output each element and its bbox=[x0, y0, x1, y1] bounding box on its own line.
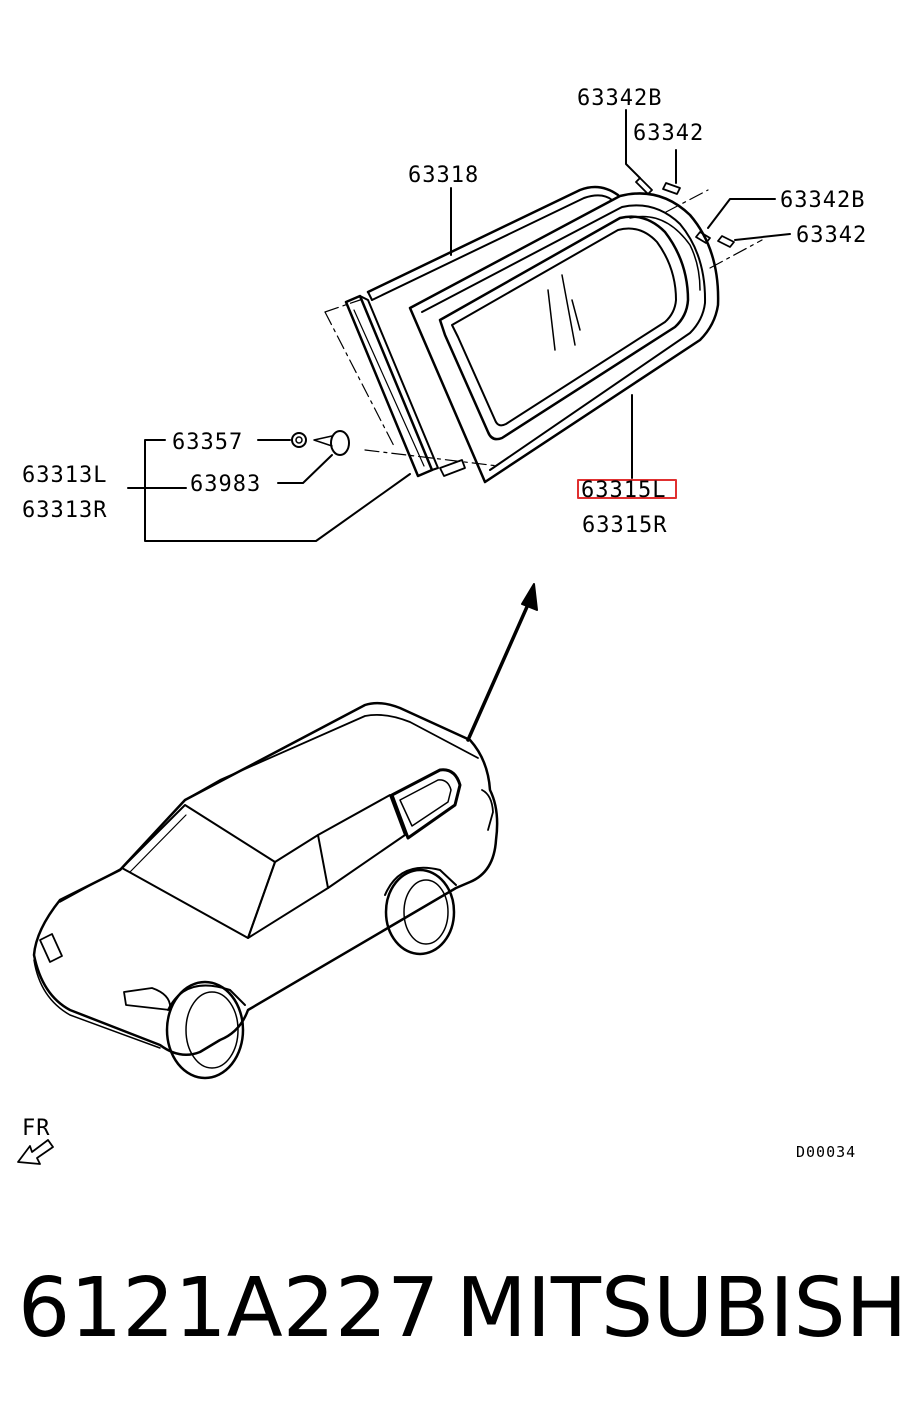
pillar-molding-part bbox=[324, 294, 499, 478]
label-63313r: 63313R bbox=[22, 498, 107, 523]
highlight-box bbox=[577, 479, 677, 499]
leader-lines bbox=[127, 109, 791, 542]
vehicle-illustration bbox=[32, 701, 499, 1080]
label-63983: 63983 bbox=[190, 472, 261, 497]
callout-labels: 63342B 63342 63342B 63342 63318 63357 63… bbox=[22, 86, 867, 538]
brand-name: MITSUBISHI bbox=[456, 1261, 909, 1356]
label-63315l: 63315L bbox=[581, 478, 666, 503]
pointer-arrow bbox=[466, 583, 538, 742]
fastener-parts bbox=[291, 430, 350, 456]
quarter-glass-assembly bbox=[408, 192, 720, 484]
label-63342-top: 63342 bbox=[633, 121, 704, 146]
label-63342-right: 63342 bbox=[796, 223, 867, 248]
label-63315r: 63315R bbox=[582, 513, 667, 538]
part-number: 6121A227 bbox=[18, 1261, 440, 1356]
exploded-view-diagram: 63342B 63342 63342B 63342 63318 63357 63… bbox=[17, 86, 867, 1165]
diagram-code: D00034 bbox=[796, 1143, 856, 1161]
label-63313l: 63313L bbox=[22, 463, 107, 488]
label-63342b-right: 63342B bbox=[780, 188, 865, 213]
front-direction-indicator: FR bbox=[17, 1116, 54, 1165]
weatherstrip-part bbox=[366, 185, 620, 301]
label-63357: 63357 bbox=[172, 430, 243, 455]
clip-parts bbox=[635, 177, 763, 269]
fr-label: FR bbox=[22, 1116, 51, 1141]
label-63318: 63318 bbox=[408, 163, 479, 188]
label-63342b-top: 63342B bbox=[577, 86, 662, 111]
